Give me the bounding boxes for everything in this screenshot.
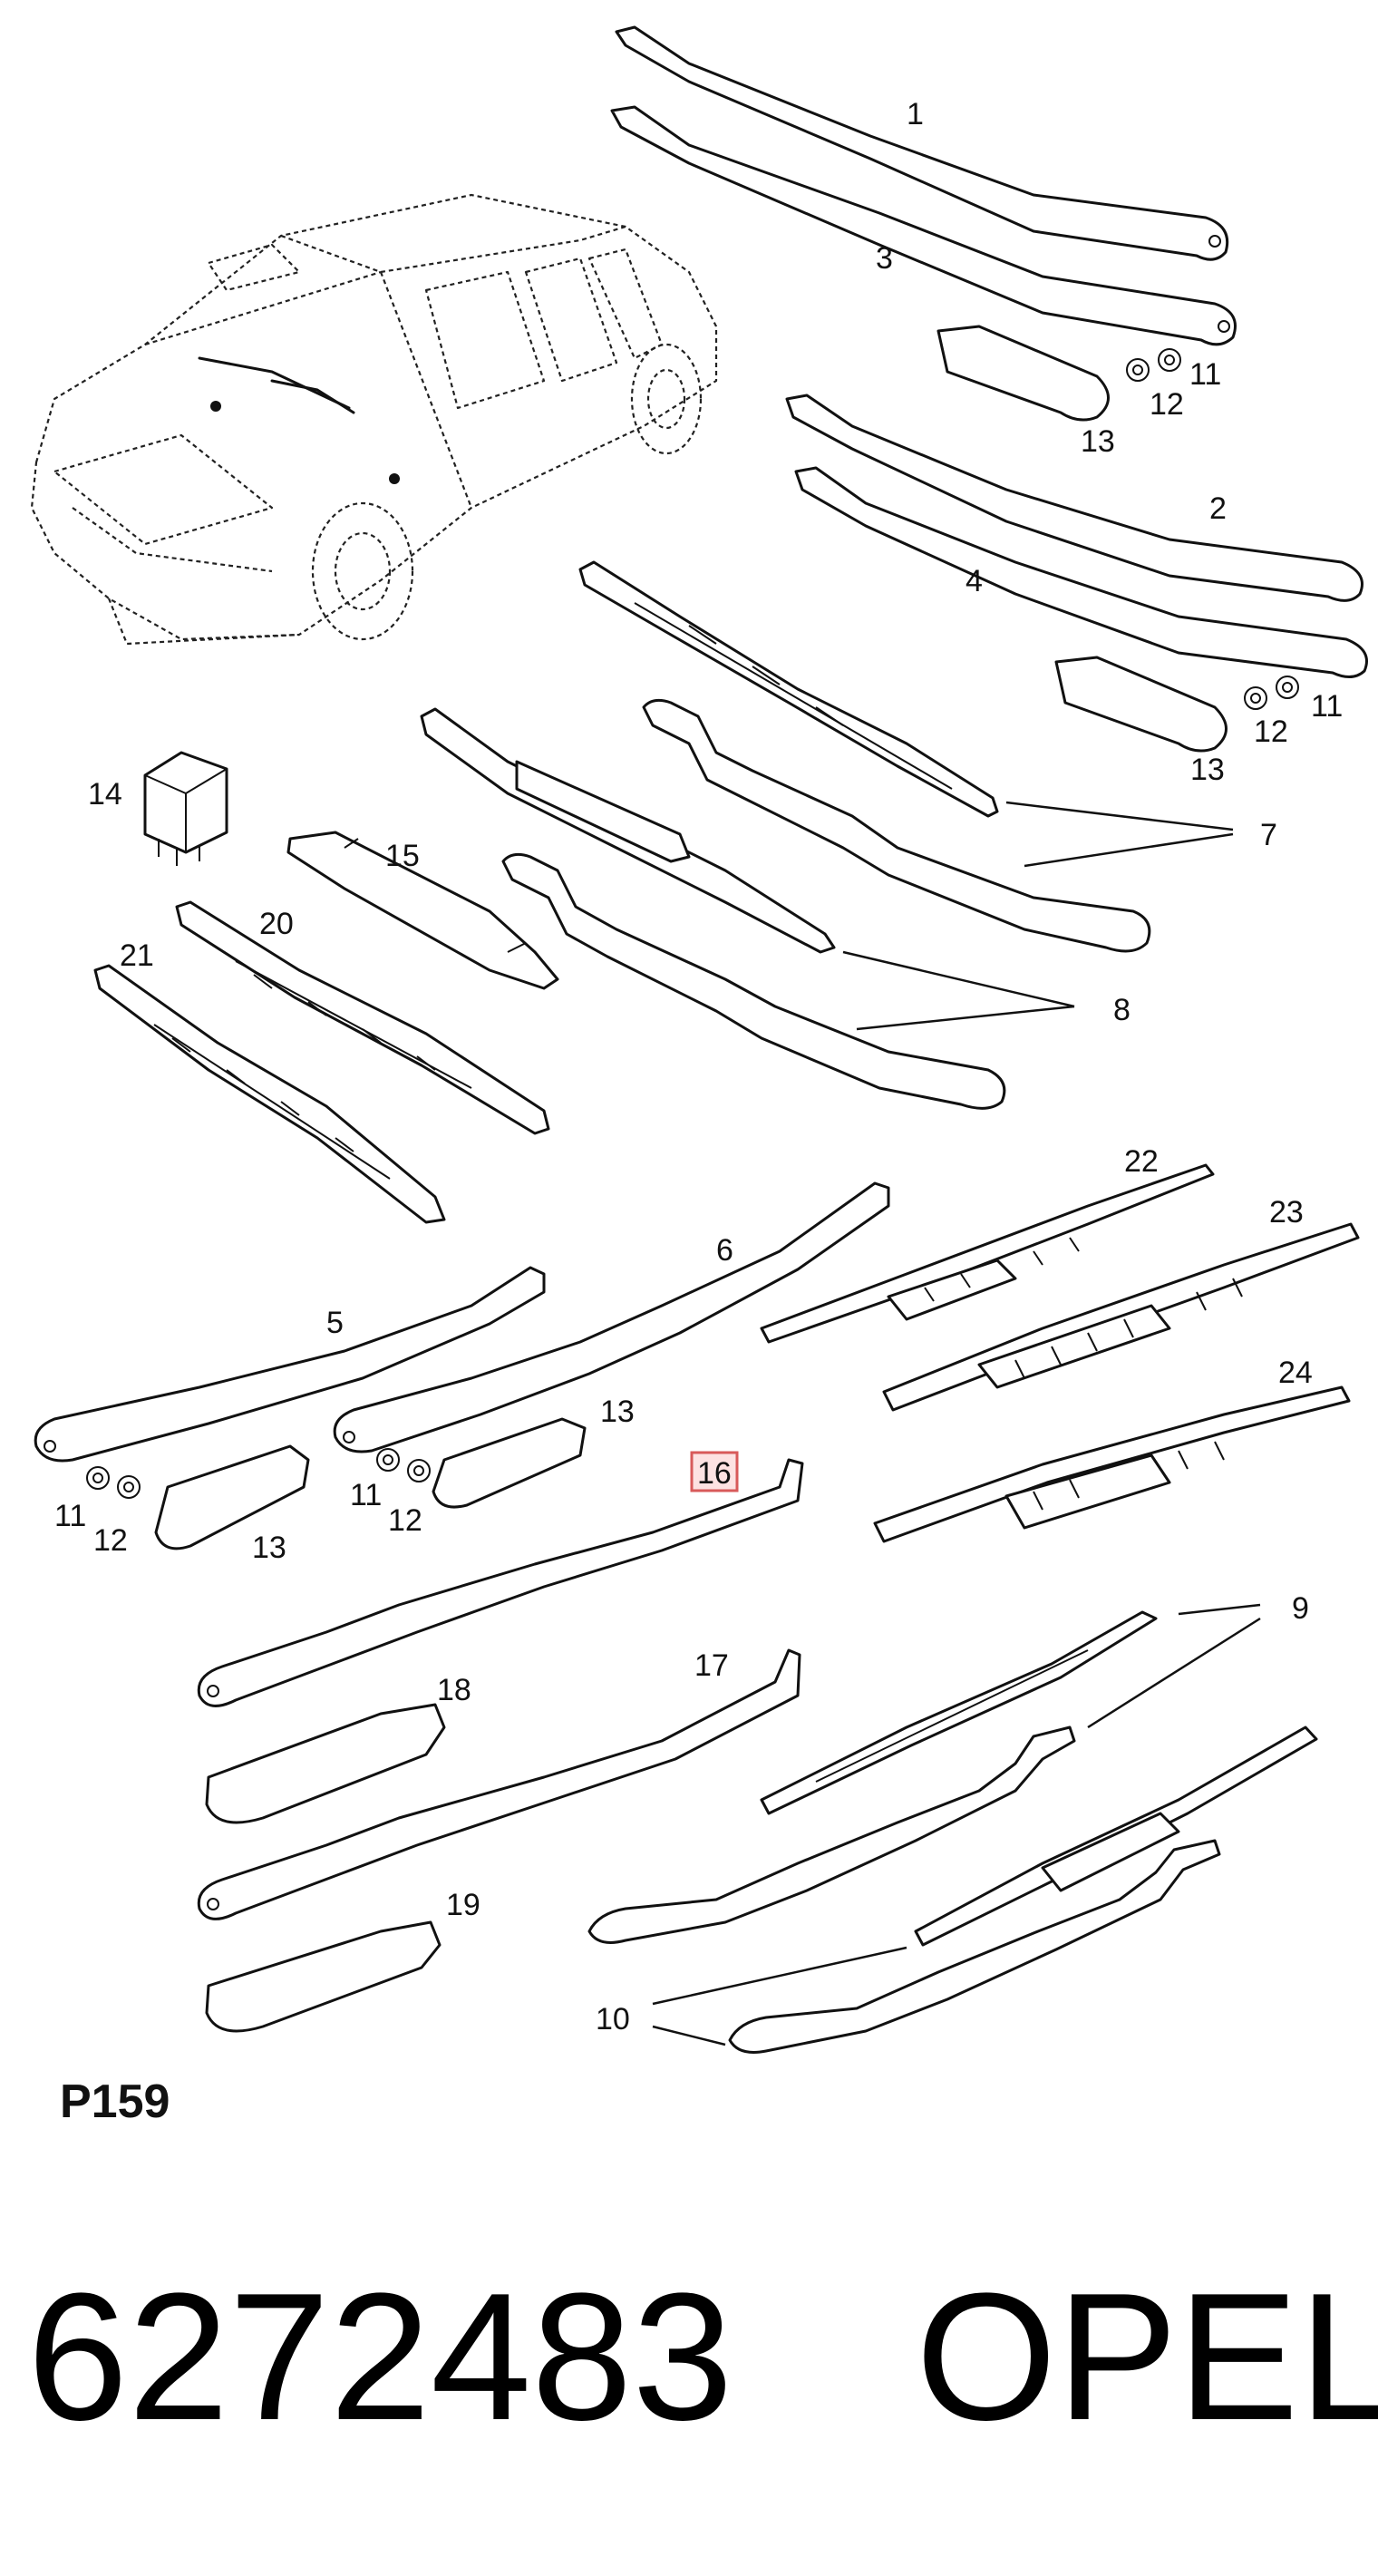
wiper-arm-3 [610, 105, 1237, 346]
callout-6: 6 [716, 1233, 733, 1268]
wiper-arm-2 [785, 394, 1363, 602]
callout-14: 14 [88, 777, 122, 812]
caps-13-left [86, 1417, 587, 1550]
callout-9: 9 [1292, 1591, 1309, 1626]
cap-13-top [936, 325, 1181, 422]
cap-13-right [1054, 656, 1299, 753]
highlight-box-16 [690, 1451, 739, 1492]
callout-13: 13 [1081, 424, 1115, 459]
wiper-arm-6 [333, 1181, 890, 1453]
callout-24: 24 [1278, 1356, 1313, 1390]
callout-12: 12 [93, 1523, 128, 1558]
wiper-arm-5 [34, 1266, 546, 1463]
reference-code: P159 [60, 2075, 170, 2128]
callout-2: 2 [1209, 491, 1227, 526]
gasket-15 [286, 831, 559, 990]
callout-labels: 1 3 11 12 13 2 4 11 12 13 7 14 15 20 21 … [54, 97, 1343, 2036]
callout-7: 7 [1260, 818, 1277, 852]
wiper-blade-7 [578, 560, 999, 818]
part-number: 6272483 [27, 2256, 733, 2458]
callout-11: 11 [1189, 357, 1221, 392]
callout-15: 15 [385, 839, 420, 873]
wiper-blade-22 [760, 1163, 1215, 1344]
leader-lines [652, 801, 1261, 2046]
cap-18 [205, 1703, 446, 1824]
callout-3: 3 [876, 241, 893, 276]
callout-12: 12 [388, 1503, 422, 1538]
callout-5: 5 [326, 1306, 344, 1340]
wiper-blade-20 [175, 900, 550, 1135]
callout-17: 17 [694, 1648, 729, 1683]
callout-20: 20 [259, 907, 294, 941]
wiper-blade-10 [914, 1725, 1318, 1947]
callout-11: 11 [1311, 689, 1343, 724]
wiper-arm-1 [615, 25, 1229, 261]
callout-8: 8 [1113, 993, 1131, 1027]
callout-16: 16 [697, 1456, 732, 1491]
callout-4: 4 [966, 564, 983, 598]
callout-21: 21 [120, 938, 154, 973]
wiper-blade-21 [93, 964, 446, 1224]
callout-22: 22 [1124, 1144, 1159, 1179]
wiper-arm-7 [642, 698, 1151, 953]
wiper-arm-17 [197, 1648, 801, 1920]
callout-13: 13 [600, 1395, 635, 1429]
callout-10: 10 [596, 2002, 630, 2036]
callout-11: 11 [350, 1478, 382, 1512]
callout-1: 1 [907, 97, 924, 131]
wiper-blade-23 [882, 1222, 1360, 1412]
wiper-blade-8 [420, 707, 836, 954]
callout-11: 11 [54, 1499, 86, 1533]
callout-13: 13 [1190, 753, 1225, 787]
car-outline [30, 193, 718, 646]
callout-18: 18 [437, 1673, 471, 1707]
callout-19: 19 [446, 1888, 480, 1922]
wiper-blade-24 [873, 1385, 1351, 1543]
brand-name: OPEL [916, 2256, 1378, 2458]
wiper-arm-4 [794, 466, 1368, 678]
relay-14 [143, 751, 228, 866]
wiper-arm-10 [728, 1839, 1221, 2054]
wiper-blade-9 [760, 1610, 1158, 1815]
wiper-arm-9 [587, 1725, 1076, 1944]
callout-12: 12 [1254, 714, 1288, 749]
wiper-arm-8 [501, 852, 1006, 1110]
callout-13: 13 [252, 1531, 286, 1565]
callout-12: 12 [1150, 387, 1184, 422]
wiper-arm-16 [197, 1458, 804, 1707]
cap-19 [205, 1920, 442, 2033]
callout-23: 23 [1269, 1195, 1304, 1230]
